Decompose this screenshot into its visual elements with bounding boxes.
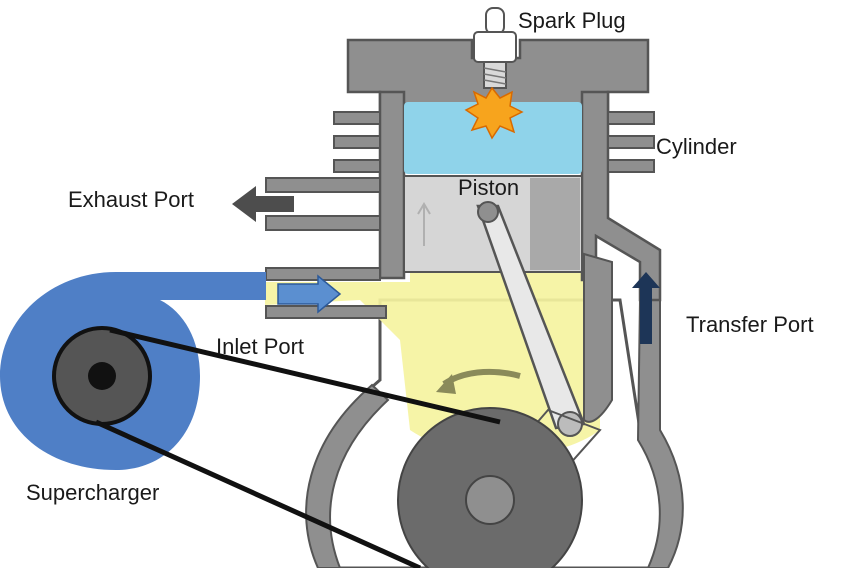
cooling-fin <box>333 111 381 125</box>
label-spark-plug: Spark Plug <box>518 8 626 33</box>
spark-burst-icon <box>464 86 524 140</box>
label-transfer-port: Transfer Port <box>686 312 814 337</box>
arrow-up-icon <box>632 272 660 344</box>
spark-plug <box>473 7 517 89</box>
label-exhaust-port: Exhaust Port <box>68 187 194 212</box>
drive-belt-lower <box>94 419 422 568</box>
supercharger-hub <box>88 362 116 390</box>
inlet-port-upper <box>265 267 381 281</box>
supercharger <box>0 272 266 470</box>
cooling-fin <box>333 135 381 149</box>
label-piston: Piston <box>458 175 519 200</box>
arrow-up-icon <box>417 202 431 215</box>
crank-wheel-hub <box>465 475 515 525</box>
crank-wheel <box>397 407 583 568</box>
combustion-chamber-gas <box>404 102 582 174</box>
drive-belt-upper <box>109 327 501 425</box>
inlet-port-lower <box>265 305 387 319</box>
cylinder-wall-left <box>378 90 406 280</box>
label-cylinder: Cylinder <box>656 134 737 159</box>
transfer-port-wall <box>583 252 613 423</box>
cooling-fin <box>607 111 655 125</box>
piston-shade <box>530 178 580 270</box>
cooling-fin <box>333 159 381 173</box>
wrist-pin <box>477 201 499 223</box>
curved-arrow-icon <box>436 374 456 394</box>
crankcase-wall <box>305 383 390 568</box>
label-inlet-port: Inlet Port <box>216 334 304 359</box>
arrow-left-icon <box>232 186 294 222</box>
cooling-fin <box>607 159 655 173</box>
exhaust-port-upper <box>265 177 381 193</box>
label-supercharger: Supercharger <box>26 480 159 505</box>
arrow-right-icon <box>277 274 342 314</box>
cooling-fin <box>607 135 655 149</box>
spark-plug-insulator <box>473 31 517 63</box>
spark-plug-terminal <box>485 7 505 35</box>
exhaust-port-lower <box>265 215 381 231</box>
